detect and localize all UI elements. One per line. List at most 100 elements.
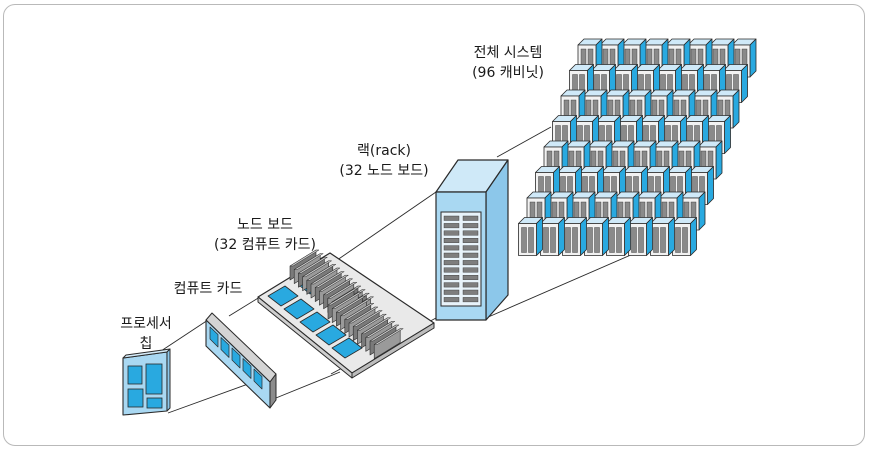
system-cabinet xyxy=(540,217,565,256)
cabinet-side xyxy=(668,217,675,256)
board-label: 노드 보드 (32 컴퓨트 카드) xyxy=(200,215,330,255)
rack-slot xyxy=(443,297,460,303)
system-cabinet xyxy=(648,89,674,129)
card-chip xyxy=(242,358,252,379)
connector-line xyxy=(157,317,212,354)
cabinet-front xyxy=(628,223,647,256)
cabinet-door xyxy=(631,227,637,253)
system-cabinet xyxy=(650,217,675,256)
cabinet-side xyxy=(732,89,740,129)
rack-slot xyxy=(443,289,460,295)
compute-card xyxy=(205,312,277,409)
cabinet-door xyxy=(660,227,666,253)
system-cabinet xyxy=(606,217,631,256)
system-cabinet xyxy=(562,217,587,256)
board-label-line-1: 노드 보드 xyxy=(237,217,293,233)
board-module xyxy=(299,311,331,333)
rack-slot xyxy=(462,282,479,288)
cabinet-side xyxy=(707,166,714,205)
cabinet-front xyxy=(540,223,559,256)
board-card-slot-top xyxy=(293,253,324,270)
chip-label-line-2: 칩 xyxy=(139,336,153,352)
system-label: 전체 시스템 (96 캐비닛) xyxy=(456,43,560,83)
cabinet-side xyxy=(741,64,748,103)
rack-slot xyxy=(462,223,479,229)
cabinet-door xyxy=(638,227,644,253)
system-cabinet xyxy=(731,38,757,78)
cabinet-door xyxy=(572,227,578,253)
rack-label-line-1: 랙(rack) xyxy=(357,143,411,159)
cabinet-front xyxy=(518,223,537,256)
cabinet-side xyxy=(646,217,653,256)
rack-label-line-2: (32 노드 보드) xyxy=(339,163,429,179)
system-label-line-2: (96 캐비닛) xyxy=(472,65,544,81)
cabinet-side xyxy=(724,115,731,154)
board-card-slot-top xyxy=(331,292,362,309)
cabinet-door xyxy=(682,227,688,253)
rack-slot xyxy=(443,260,460,266)
system-cabinet xyxy=(518,217,543,256)
chip-label: 프로세서 칩 xyxy=(108,314,184,354)
card-chip xyxy=(220,337,230,358)
cabinet-side xyxy=(580,217,587,256)
rack-cabinet xyxy=(435,159,509,321)
rack-slot xyxy=(443,252,460,258)
cabinet-door xyxy=(550,227,556,253)
chip-block xyxy=(127,365,143,385)
rack-slot xyxy=(462,230,479,236)
cabinet-door xyxy=(521,227,527,253)
board-card-slot-top xyxy=(306,264,337,281)
chip-label-line-1: 프로세서 xyxy=(120,316,172,332)
chip-block xyxy=(146,397,163,409)
chip-block xyxy=(127,388,144,408)
card-chip xyxy=(231,347,241,369)
board-card-slot-top xyxy=(336,295,366,313)
card-label-line-1: 컴퓨트 카드 xyxy=(173,281,243,297)
board-module xyxy=(267,285,299,307)
cabinet-side xyxy=(558,217,565,256)
rack-slot xyxy=(462,275,479,280)
rack-slot xyxy=(443,223,460,229)
connector-line xyxy=(496,126,552,158)
rack-slot xyxy=(443,275,460,280)
board-module xyxy=(283,298,315,320)
processor-chip xyxy=(122,348,171,416)
cabinet-side xyxy=(690,217,697,256)
rack-slot xyxy=(443,282,460,288)
system-label-line-1: 전체 시스템 xyxy=(473,45,543,61)
board-card-slot-top xyxy=(344,303,375,320)
node-board xyxy=(257,249,435,379)
cabinet-door xyxy=(609,227,615,253)
rack-slot xyxy=(462,215,479,221)
cabinet-side xyxy=(536,217,543,256)
cabinet-side xyxy=(715,140,723,180)
rack-label: 랙(rack) (32 노드 보드) xyxy=(328,141,440,181)
cabinet-side xyxy=(602,217,609,256)
board-module xyxy=(315,324,347,346)
board-card-slot-top xyxy=(352,310,383,327)
board-card-slot-top xyxy=(327,282,358,299)
rack-slot xyxy=(443,267,460,273)
rack-slot xyxy=(462,245,479,251)
cabinet-door xyxy=(587,227,593,253)
card-label: 컴퓨트 카드 xyxy=(158,279,258,299)
board-card-slot-top xyxy=(302,260,332,278)
rack-slot xyxy=(462,260,479,266)
cabinet-side xyxy=(624,217,631,256)
board-card-slot-top xyxy=(348,306,379,324)
chip-block xyxy=(145,363,163,395)
rack-slot xyxy=(462,297,479,303)
system-cabinet xyxy=(689,166,714,205)
card-side-edge xyxy=(269,373,277,409)
cabinet-door xyxy=(653,227,659,253)
rack-slot xyxy=(443,215,460,221)
board-card-slot-top xyxy=(373,328,404,345)
board-card-slot-top xyxy=(298,256,328,274)
board-module xyxy=(331,337,363,359)
cabinet-front xyxy=(606,223,625,256)
cabinet-front xyxy=(650,223,669,256)
cabinet-front xyxy=(672,223,691,256)
card-chip xyxy=(209,326,219,348)
rack-slot xyxy=(462,237,479,243)
